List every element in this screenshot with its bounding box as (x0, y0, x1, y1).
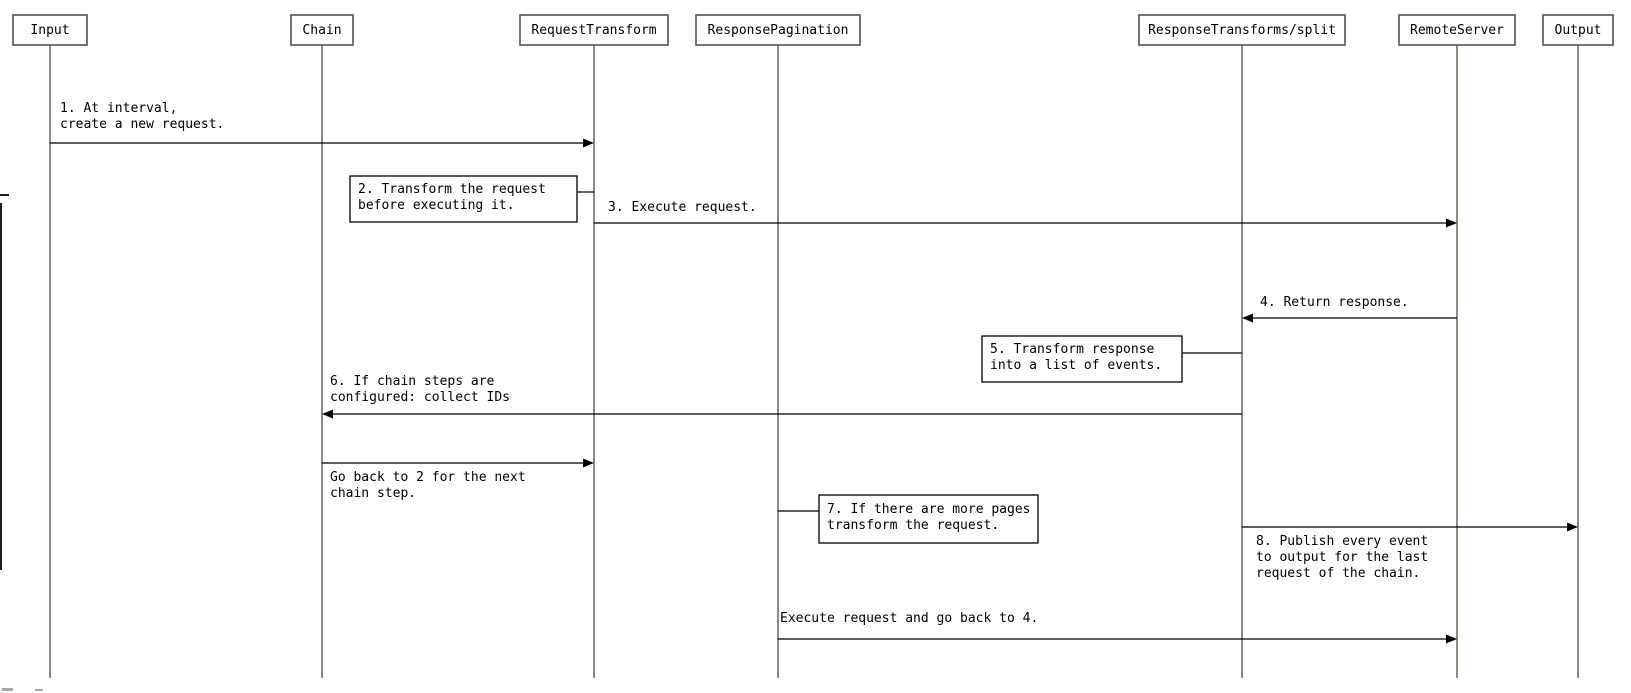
message-label-line: Execute request and go back to 4. (780, 611, 1038, 626)
message-label-line: 6. If chain steps are (330, 374, 495, 389)
arrowhead-left-icon (322, 409, 333, 419)
actor-input: Input (12, 14, 88, 46)
actor-box (519, 14, 669, 46)
note-text-line: 2. Transform the request (358, 182, 546, 197)
note-text-line: transform the request. (827, 518, 999, 533)
window-edge-tick (0, 194, 9, 196)
arrowhead-right-icon (1446, 634, 1457, 644)
cutoff-glyph-artifact (35, 689, 43, 691)
note-2-transform-request: 2. Transform the request before executin… (349, 175, 594, 223)
message-label-line: Go back to 2 for the next (330, 470, 526, 485)
message-execute-go-back-to-4: Execute request and go back to 4. (778, 611, 1457, 644)
actor-request-transform: RequestTransform (519, 14, 669, 46)
note-text-line: before executing it. (358, 198, 515, 213)
message-1-at-interval: 1. At interval, create a new request. (50, 101, 594, 148)
arrowhead-right-icon (583, 138, 594, 148)
actor-box (12, 14, 88, 46)
note-box (981, 335, 1183, 383)
message-label-line: 8. Publish every event (1256, 534, 1428, 549)
note-7-more-pages: 7. If there are more pages transform the… (778, 494, 1039, 544)
actor-chain: Chain (290, 14, 354, 46)
message-label-line: request of the chain. (1256, 566, 1420, 581)
actor-box (1398, 14, 1516, 46)
message-label-line: 4. Return response. (1260, 295, 1409, 310)
message-3-execute-request: 3. Execute request. (594, 200, 1457, 228)
actor-remote-server: RemoteServer (1398, 14, 1516, 46)
message-go-back-to-2: Go back to 2 for the next chain step. (322, 458, 594, 501)
actor-output: Output (1542, 14, 1614, 46)
arrowhead-right-icon (583, 458, 594, 468)
arrowhead-left-icon (1242, 313, 1253, 323)
actor-label: RequestTransform (531, 23, 656, 38)
cutoff-glyph-artifact (2, 688, 13, 691)
note-text-line: into a list of events. (990, 358, 1162, 373)
message-label-line: create a new request. (60, 117, 224, 132)
actor-label: Chain (302, 23, 341, 38)
message-4-return-response: 4. Return response. (1242, 295, 1457, 323)
actor-label: RemoteServer (1410, 23, 1504, 38)
actor-response-transforms-split: ResponseTransforms/split (1138, 14, 1346, 46)
actor-box (1138, 14, 1346, 46)
window-edge-line (0, 203, 2, 570)
actor-label: ResponseTransforms/split (1148, 23, 1336, 38)
note-box (818, 494, 1039, 544)
note-text-line: 5. Transform response (990, 342, 1155, 357)
actor-box (1542, 14, 1614, 46)
actor-label: ResponsePagination (708, 23, 849, 38)
message-label-line: 1. At interval, (60, 101, 177, 116)
actor-label: Input (30, 23, 69, 38)
note-text-line: 7. If there are more pages (827, 502, 1031, 517)
actor-label: Output (1555, 23, 1602, 38)
actor-box (290, 14, 354, 46)
note-5-transform-response: 5. Transform response into a list of eve… (981, 335, 1242, 383)
actor-response-pagination: ResponsePagination (695, 14, 861, 46)
message-label-line: chain step. (330, 486, 416, 501)
message-label-line: to output for the last (1256, 550, 1428, 565)
actor-box (695, 14, 861, 46)
arrowhead-right-icon (1446, 218, 1457, 228)
message-label-line: configured: collect IDs (330, 390, 510, 405)
note-box (349, 175, 578, 223)
message-6-collect-ids: 6. If chain steps are configured: collec… (322, 374, 1242, 419)
message-8-publish-events: 8. Publish every event to output for the… (1242, 522, 1578, 581)
message-label-line: 3. Execute request. (608, 200, 757, 215)
arrowhead-right-icon (1567, 522, 1578, 532)
